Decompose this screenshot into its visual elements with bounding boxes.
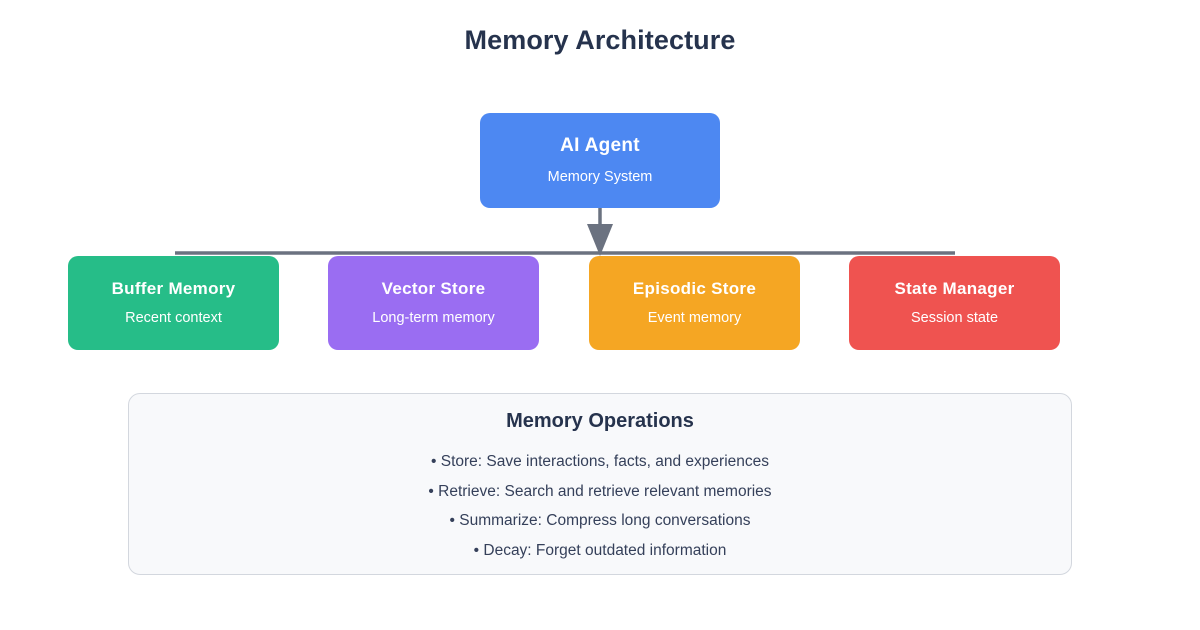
node-ai-agent-title: AI Agent [560, 134, 640, 156]
node-vector-store-title: Vector Store [381, 279, 486, 299]
node-vector-store[interactable]: Vector Store Long-term memory [328, 256, 539, 350]
list-item: • Summarize: Compress long conversations [449, 512, 751, 529]
memory-operations-panel: Memory Operations • Store: Save interact… [128, 393, 1072, 575]
node-state-manager-subtitle: Session state [910, 309, 999, 326]
node-episodic-store-subtitle: Event memory [647, 309, 742, 326]
node-state-manager-title: State Manager [894, 279, 1015, 299]
node-episodic-store-title: Episodic Store [632, 279, 757, 299]
page-title: Memory Architecture [464, 25, 736, 55]
node-ai-agent[interactable]: AI Agent Memory System [480, 113, 720, 208]
list-item: • Decay: Forget outdated information [473, 541, 727, 559]
node-vector-store-subtitle: Long-term memory [372, 309, 495, 326]
down-arrow-icon [587, 224, 613, 256]
node-buffer-memory-subtitle: Recent context [125, 309, 222, 326]
node-ai-agent-subtitle: Memory System [547, 168, 653, 185]
list-item: • Retrieve: Search and retrieve relevant… [428, 482, 772, 500]
node-buffer-memory[interactable]: Buffer Memory Recent context [68, 256, 279, 350]
memory-operations-title: Memory Operations [506, 410, 694, 432]
list-item: • Store: Save interactions, facts, and e… [431, 453, 769, 470]
node-state-manager[interactable]: State Manager Session state [849, 256, 1060, 350]
memory-operations-list: • Store: Save interactions, facts, and e… [129, 447, 1071, 565]
node-episodic-store[interactable]: Episodic Store Event memory [589, 256, 800, 350]
node-buffer-memory-title: Buffer Memory [111, 279, 236, 299]
